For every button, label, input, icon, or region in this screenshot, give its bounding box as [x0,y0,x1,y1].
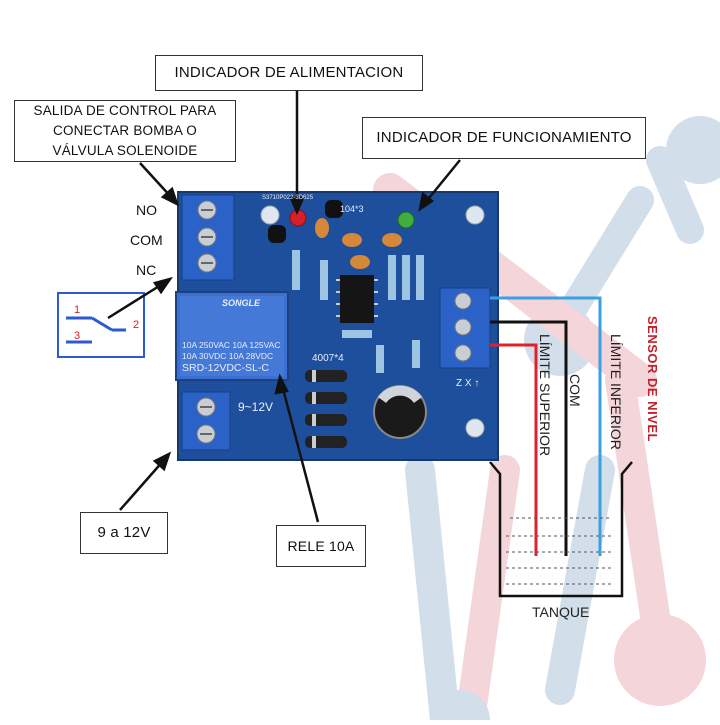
upper-limit-label: LÍMITE SUPERIOR [537,334,553,457]
control-output-line1: SALIDA DE CONTROL PARA [33,103,217,118]
sensor-wires [490,296,602,556]
control-output-line2: CONECTAR BOMBA O [53,123,197,138]
terminal-com-label: COM [130,232,163,248]
diodes [305,370,347,448]
sensor-terminal-block [439,287,491,369]
relay-rating-1: 10A 250VAC 10A 125VAC [182,340,281,350]
power-terminal-block [181,391,231,451]
supply-marking: 9~12V [238,400,274,414]
operation-indicator-callout: INDICADOR DE FUNCIONAMIENTO [362,117,646,159]
power-indicator-callout: INDICADOR DE ALIMENTACION [155,55,423,91]
output-terminal-block [181,194,235,281]
terminal-nc-label: NC [136,262,157,278]
lower-limit-label: LÍMITE INFERIOR [608,334,624,450]
terminal-no-label: NO [136,202,157,218]
tank-label: TANQUE [532,604,590,620]
diode-marking: 4007*4 [312,353,344,364]
callout-arrows [107,90,461,523]
control-output-callout: SALIDA DE CONTROL PARA CONECTAR BOMBA O … [14,100,236,162]
capacitor-marking: 104*3 [340,204,364,214]
supply-voltage-callout: 9 a 12V [80,512,168,554]
capacitors [315,218,402,269]
relay-callout: RELE 10A [276,525,366,567]
control-output-line3: VÁLVULA SOLENOIDE [52,143,198,158]
relay [175,291,289,381]
resistors [292,250,424,373]
switch-pin1-label: 1 [74,304,81,316]
sensor-marking: Z X ↑ [456,378,480,389]
ic-chip [336,275,378,323]
relay-model: SRD-12VDC-SL-C [182,362,269,374]
common-label: COM [567,374,583,407]
operation-led [397,211,415,229]
tank [489,461,633,598]
electrolytic-capacitor [373,385,427,439]
transistors [268,200,343,243]
switch-pin2-label: 2 [133,319,140,331]
serial-marking: S3710P022-3D625 [262,195,314,201]
switch-pin3-label: 3 [74,330,81,342]
relay-rating-2: 10A 30VDC 10A 28VDC [182,351,274,361]
relay-brand: SONGLE [222,298,261,308]
sensor-title: SENSOR DE NIVEL [645,316,660,442]
